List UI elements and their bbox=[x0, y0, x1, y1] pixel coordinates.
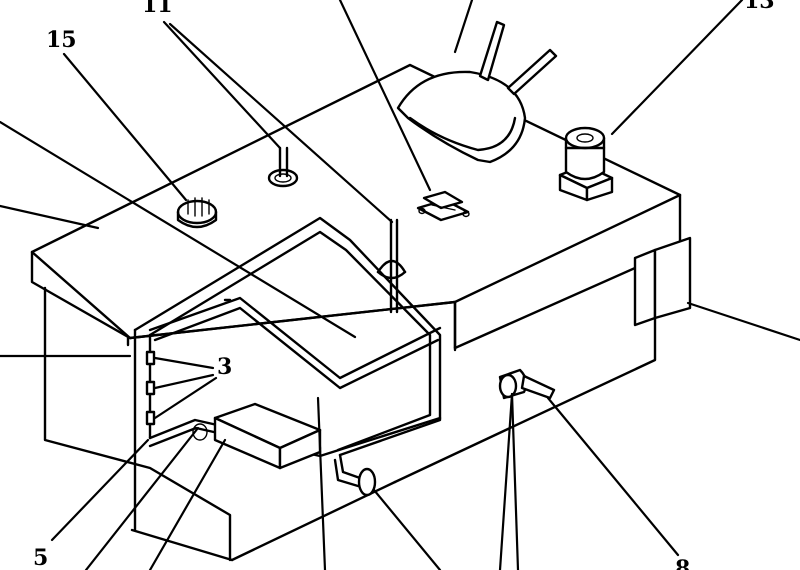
round-connector-icon bbox=[176, 197, 218, 229]
label-11: 11 bbox=[142, 0, 173, 18]
label-13: 13 bbox=[744, 0, 775, 14]
mount-slots bbox=[145, 350, 156, 426]
vertical-pipe bbox=[376, 218, 407, 314]
housing-left-face bbox=[43, 286, 232, 562]
side-bracket bbox=[633, 236, 692, 327]
number-labels: 11 15 13 3 5 8 bbox=[33, 0, 775, 570]
label-15: 15 bbox=[46, 27, 77, 53]
cylinder-sensor-icon bbox=[558, 126, 614, 202]
side-connector-icon bbox=[498, 368, 556, 400]
bottom-tray bbox=[192, 402, 322, 470]
ring-grommet-icon bbox=[267, 168, 299, 188]
top-lid bbox=[30, 63, 682, 350]
lid-components bbox=[176, 20, 614, 229]
relay-module-icon bbox=[416, 190, 470, 222]
label-5: 5 bbox=[33, 545, 48, 570]
label-8: 8 bbox=[675, 556, 690, 570]
router-antenna-icon bbox=[396, 20, 558, 164]
label-3: 3 bbox=[217, 354, 232, 380]
drain-pipe bbox=[333, 453, 377, 497]
